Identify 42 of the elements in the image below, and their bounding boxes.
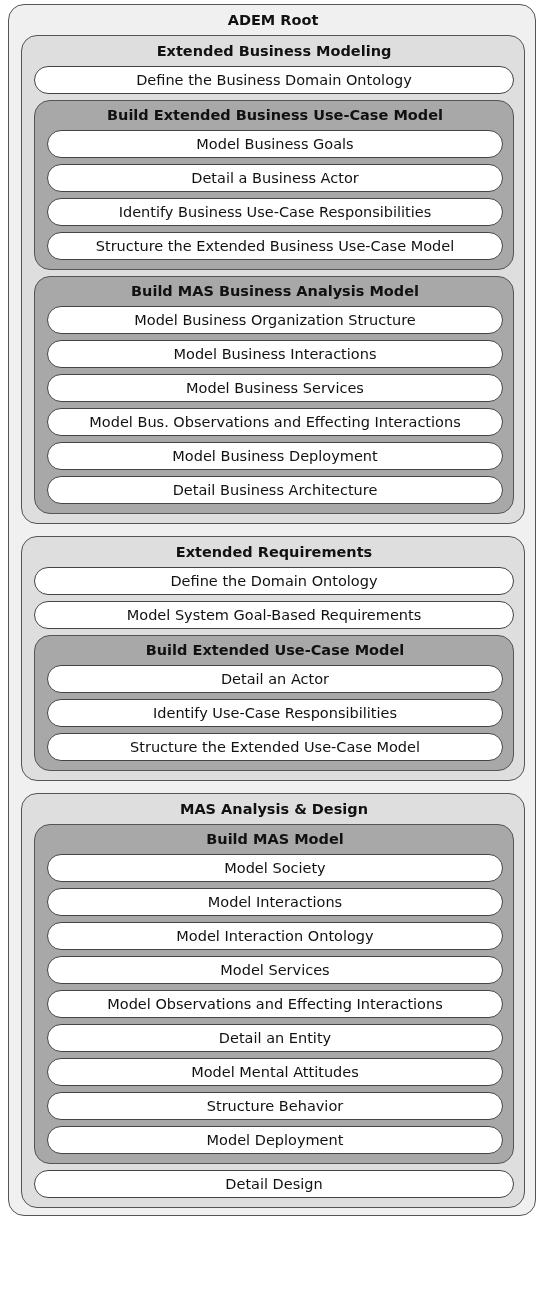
group-panel [21, 35, 525, 524]
activity-pill: Structure the Extended Business Use-Case Model [47, 232, 503, 260]
activity-pill: Detail a Business Actor [47, 164, 503, 192]
activity-pill: Model Business Interactions [47, 340, 503, 368]
group-title: Extended Requirements [174, 543, 374, 562]
group-title: Extended Business Modeling [155, 42, 393, 61]
activity-pill: Model Interactions [47, 888, 503, 916]
group-title: ADEM Root [226, 11, 320, 30]
group-title: Build Extended Use-Case Model [144, 641, 406, 660]
activity-pill: Model Business Goals [47, 130, 503, 158]
activity-pill: Model Bus. Observations and Effecting Interactions [47, 408, 503, 436]
activity-pill: Identify Use-Case Responsibilities [47, 699, 503, 727]
activity-pill: Define the Domain Ontology [34, 567, 514, 595]
activity-pill: Model Mental Attitudes [47, 1058, 503, 1086]
activity-pill: Identify Business Use-Case Responsibilities [47, 198, 503, 226]
group-title: MAS Analysis & Design [178, 800, 369, 819]
group-title: Build MAS Business Analysis Model [130, 282, 420, 301]
activity-pill: Structure the Extended Use-Case Model [47, 733, 503, 761]
activity-pill: Model Observations and Effecting Interactions [47, 990, 503, 1018]
group-panel [21, 536, 525, 781]
activity-pill: Model Society [47, 854, 503, 882]
activity-pill: Model Business Deployment [47, 442, 503, 470]
activity-pill: Model System Goal-Based Requirements [34, 601, 514, 629]
group-title: Build Extended Business Use-Case Model [106, 106, 444, 125]
activity-pill: Detail Design [34, 1170, 514, 1198]
activity-pill: Model Business Services [47, 374, 503, 402]
activity-pill: Detail an Actor [47, 665, 503, 693]
group-panel [34, 276, 514, 514]
group-panel [21, 793, 525, 1208]
activity-pill: Detail Business Architecture [47, 476, 503, 504]
activity-pill: Model Services [47, 956, 503, 984]
group-panel [34, 635, 514, 771]
activity-pill: Define the Business Domain Ontology [34, 66, 514, 94]
activity-pill: Model Deployment [47, 1126, 503, 1154]
activity-pill: Detail an Entity [47, 1024, 503, 1052]
group-panel [8, 4, 536, 1216]
activity-pill: Model Interaction Ontology [47, 922, 503, 950]
group-title: Build MAS Model [205, 830, 345, 849]
group-panel [34, 824, 514, 1164]
activity-pill: Structure Behavior [47, 1092, 503, 1120]
activity-pill: Model Business Organization Structure [47, 306, 503, 334]
group-panel [34, 100, 514, 270]
